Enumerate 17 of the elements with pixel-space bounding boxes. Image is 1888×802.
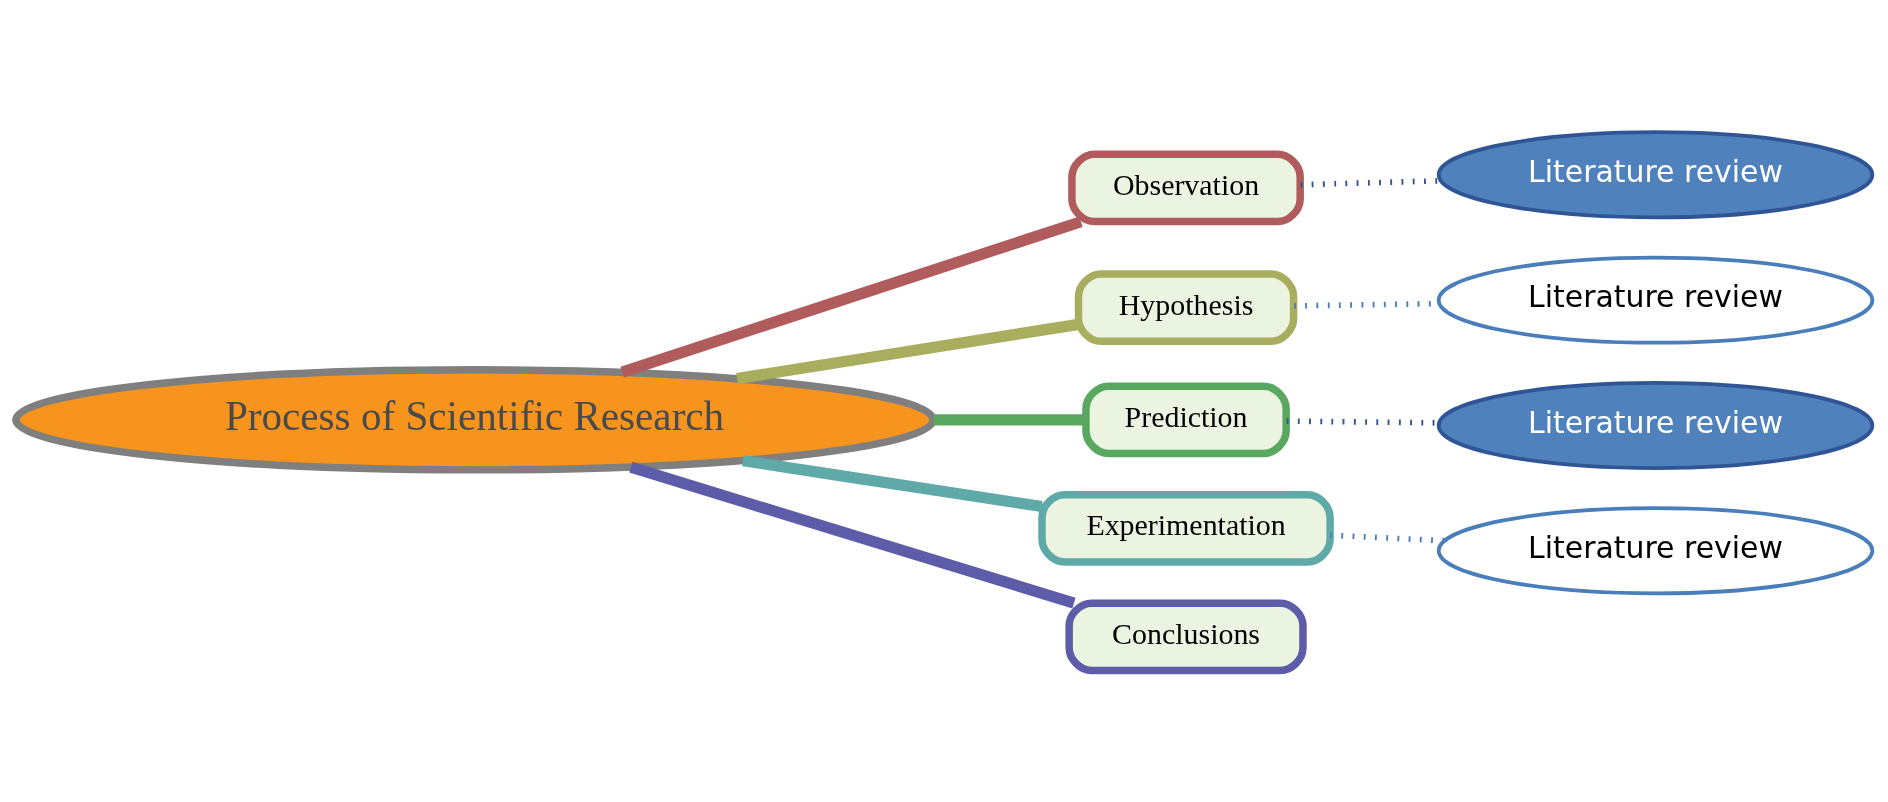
connector	[1330, 531, 1445, 544]
node-ellipse: Literature review	[1436, 129, 1875, 219]
node-box: Observation	[1068, 150, 1304, 225]
node-ellipse: Literature review	[1436, 255, 1875, 345]
node-ellipse: Process of Scientific Research	[12, 365, 937, 474]
connector	[742, 454, 1043, 512]
node-box: Hypothesis	[1074, 269, 1298, 345]
connector	[1300, 177, 1440, 188]
node-box: Prediction	[1082, 381, 1290, 457]
connector	[736, 318, 1080, 384]
node-ellipse: Literature review	[1436, 380, 1875, 470]
connector	[620, 215, 1083, 377]
node-ellipse: Literature review	[1436, 505, 1875, 595]
node-box: Conclusions	[1065, 598, 1307, 674]
connector	[629, 461, 1076, 608]
node-box: Experimentation	[1038, 490, 1334, 566]
connector	[933, 413, 1086, 425]
